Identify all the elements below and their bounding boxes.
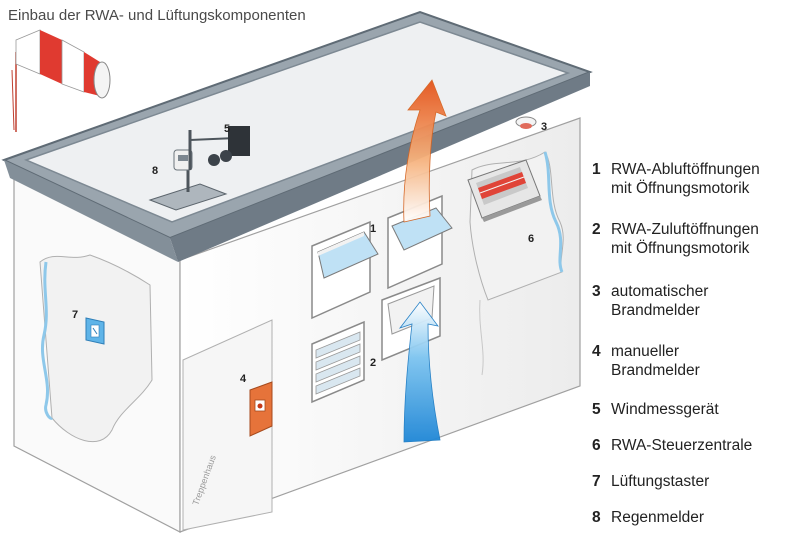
legend-text: Brandmelder [611,302,700,319]
stairwell-door [182,319,273,531]
right-crack [543,151,564,273]
legend-number: 8 [592,509,601,526]
wind-gauge-icon [188,126,250,170]
legend-text: RWA-Abluftöffnungen [611,161,760,178]
roof-left-edge [4,160,178,262]
exhaust-window-right [387,194,453,290]
diagram-title: Einbau der RWA- und Lüftungskomponenten [8,7,306,24]
legend-number: 2 [592,221,601,238]
exhaust-window-left [311,220,379,320]
manual-fire-alarm-icon [249,381,273,437]
windsock-icon [11,29,111,132]
legend-text: manueller [611,343,680,360]
callout-8: 8 [152,165,158,177]
legend-number: 7 [592,473,601,490]
callout-4: 4 [240,373,247,385]
legend-text: mit Öffnungsmotorik [611,180,750,197]
legend-text: automatischer [611,283,709,300]
smoke-detector-icon [515,116,537,129]
legend-number: 1 [592,161,601,178]
legend-text: Regenmelder [611,509,705,526]
legend-number: 4 [592,343,601,360]
callout-2: 2 [370,357,376,369]
supply-air-arrow [398,301,441,443]
callout-6: 6 [528,233,534,245]
legend-number: 5 [592,401,601,418]
rain-sensor-icon [148,149,228,211]
legend-text: mit Öffnungsmotorik [611,240,750,257]
left-cutaway [39,254,153,443]
left-crack [41,261,54,420]
legend-text: Lüftungstaster [611,473,710,490]
roof-inner [23,21,571,223]
rwa-control-panel-icon [467,159,542,222]
roof-front-edge [170,72,590,262]
callout-5: 5 [224,123,230,135]
legend-number: 6 [592,437,601,454]
ventilation-button-icon [85,317,105,345]
callout-3: 3 [541,121,547,133]
legend-text: Brandmelder [611,362,700,379]
legend-text: RWA-Zuluftöffnungen [611,221,759,238]
legend-number: 3 [592,283,601,300]
legend-text: RWA-Steuerzentrale [611,437,753,454]
exhaust-air-arrow [403,79,447,223]
supply-louvre-window [311,320,365,404]
legend-text: Windmessgerät [611,401,719,418]
callout-7: 7 [72,309,78,321]
callout-1: 1 [370,223,376,235]
right-wall-crack-lower [479,299,484,376]
